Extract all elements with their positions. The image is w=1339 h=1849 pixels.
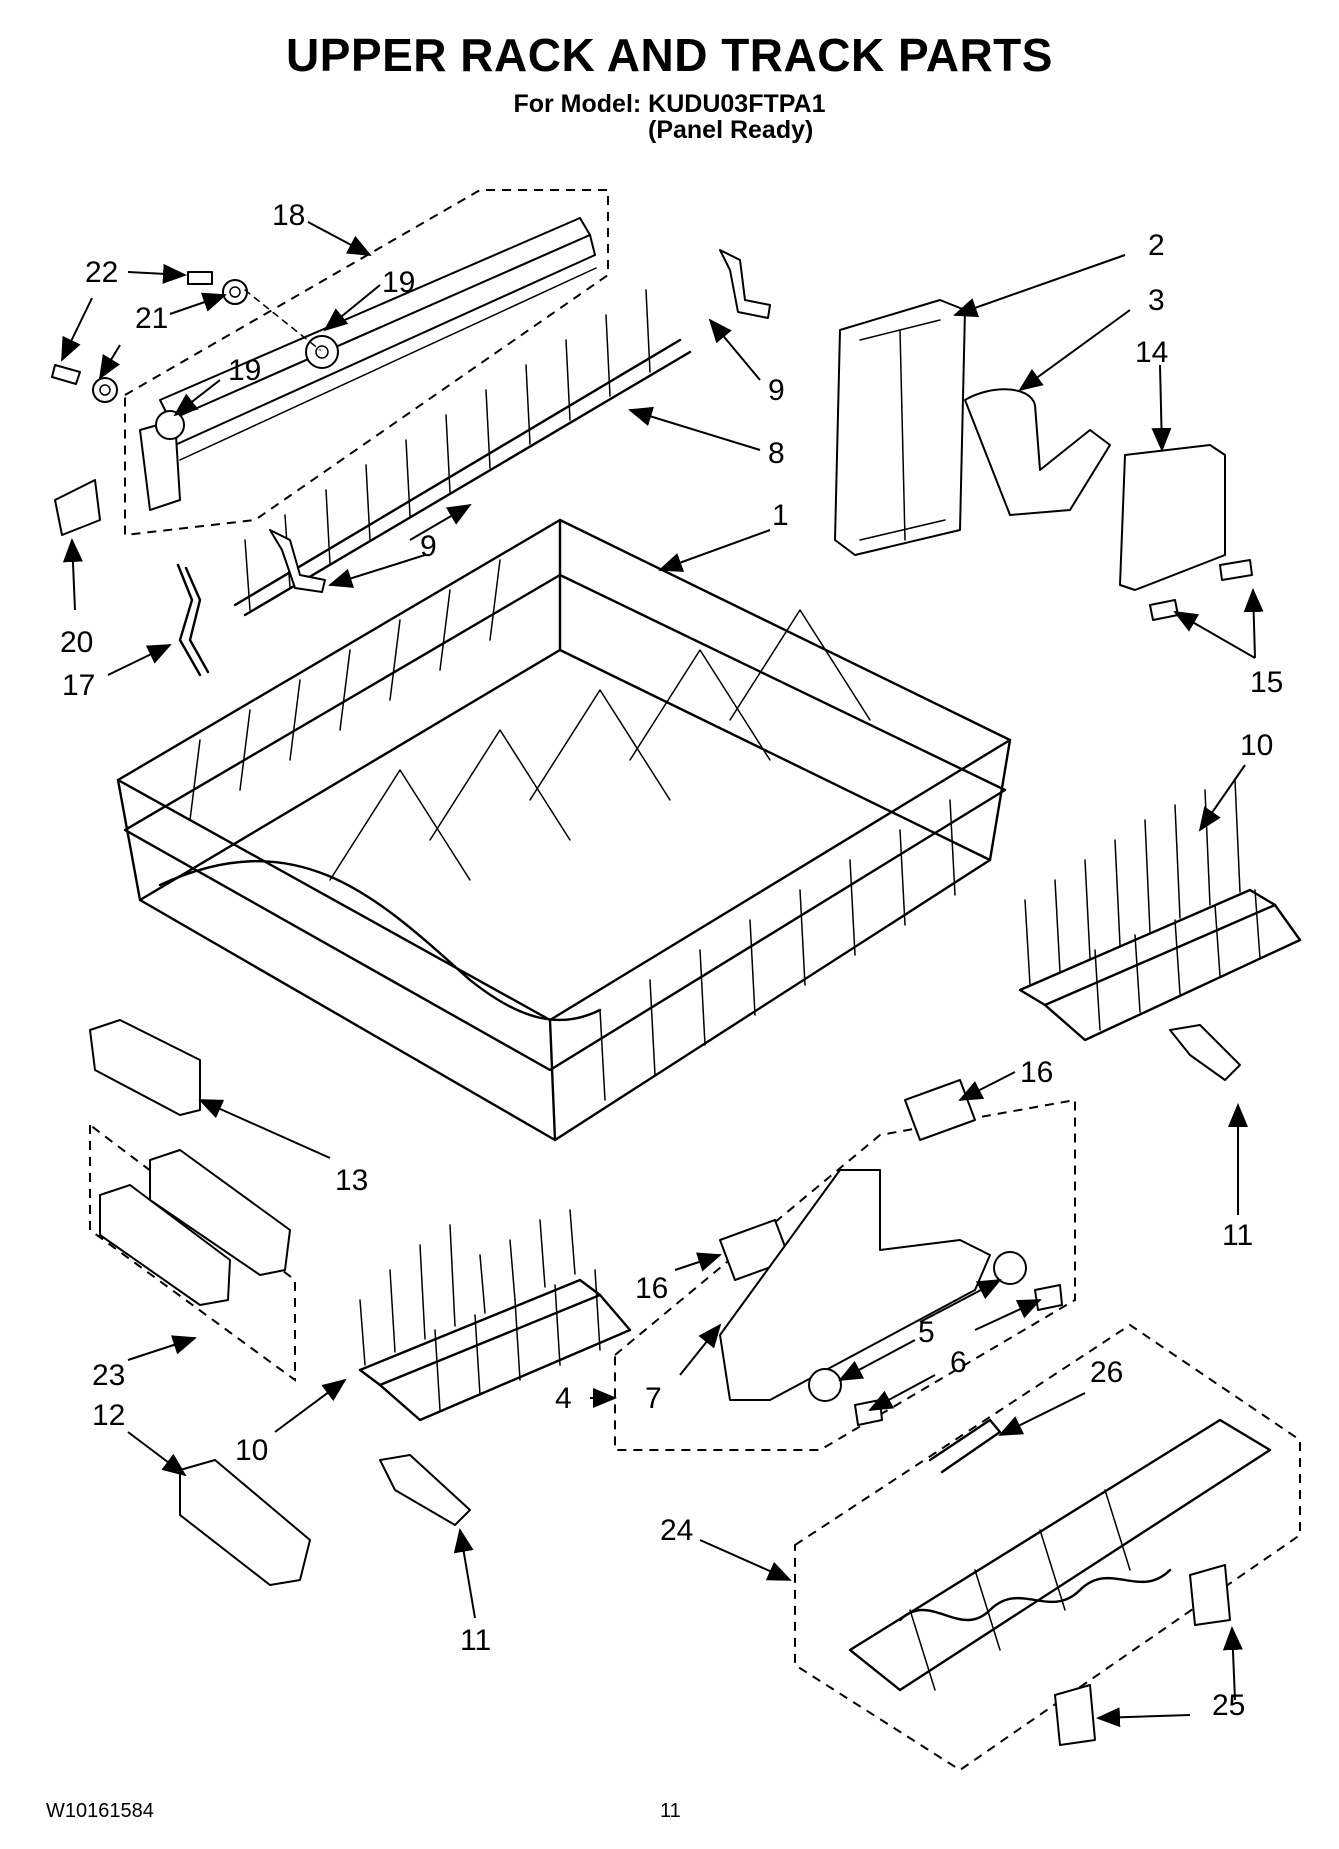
callout-25: 25 bbox=[1212, 1689, 1245, 1722]
callout-10-right: 10 bbox=[1240, 729, 1273, 762]
callout-2: 2 bbox=[1148, 229, 1165, 262]
part-20-clip bbox=[54, 479, 101, 536]
part-9-clip-mid bbox=[269, 529, 326, 593]
callout-23: 23 bbox=[92, 1359, 125, 1392]
screw-washer-group bbox=[51, 271, 321, 403]
callout-12: 12 bbox=[92, 1399, 125, 1432]
callout-14: 14 bbox=[1135, 336, 1168, 369]
callout-19-lower: 19 bbox=[228, 354, 261, 387]
callout-17: 17 bbox=[62, 669, 95, 702]
callout-4: 4 bbox=[555, 1382, 572, 1415]
callout-9-mid: 9 bbox=[420, 530, 437, 563]
part-5-wheel-upper bbox=[993, 1251, 1027, 1285]
part-6-axle-upper bbox=[1034, 1284, 1063, 1311]
part-26-wire bbox=[928, 1418, 1002, 1474]
callout-labels: 1 2 3 4 5 6 7 8 9 9 10 10 11 11 12 13 14… bbox=[60, 199, 1283, 1722]
callout-9-top: 9 bbox=[768, 374, 785, 407]
callout-21: 21 bbox=[135, 302, 168, 335]
part-14-cover bbox=[1119, 444, 1226, 591]
part-25-clip-lower bbox=[1054, 1684, 1096, 1746]
rack-adjuster-body bbox=[719, 1169, 991, 1401]
tine-rack-part-10-left bbox=[358, 1209, 632, 1422]
leader-arrows bbox=[61, 221, 1264, 1728]
callout-24: 24 bbox=[660, 1514, 693, 1547]
part-17-clip bbox=[176, 563, 210, 677]
part-4-group-box bbox=[614, 1098, 1076, 1451]
track-assembly-group bbox=[124, 189, 609, 537]
callout-1: 1 bbox=[772, 499, 789, 532]
part-24-group-box bbox=[794, 1323, 1301, 1772]
callout-18: 18 bbox=[272, 199, 305, 232]
tine-rack-part-10-right bbox=[1018, 779, 1302, 1042]
callout-15: 15 bbox=[1250, 666, 1283, 699]
part-15-screw-b bbox=[1149, 599, 1179, 621]
callout-19-upper: 19 bbox=[382, 266, 415, 299]
part-11-clip-left bbox=[379, 1454, 471, 1526]
callout-11-right: 11 bbox=[1222, 1219, 1253, 1252]
callout-26: 26 bbox=[1090, 1356, 1123, 1389]
part-13-bracket bbox=[89, 1019, 201, 1116]
part-2-manifold bbox=[834, 299, 966, 556]
callout-16-upper: 16 bbox=[1020, 1056, 1053, 1089]
upper-rack-part-1 bbox=[116, 518, 1012, 1142]
part-15-screw-a bbox=[1219, 559, 1253, 581]
part-12-bracket bbox=[179, 1459, 311, 1586]
callout-8: 8 bbox=[768, 437, 785, 470]
tine-row-part-8 bbox=[233, 289, 692, 617]
callout-16-lower: 16 bbox=[635, 1272, 668, 1305]
part-6-axle-lower bbox=[854, 1399, 883, 1426]
page-number: 11 bbox=[660, 1800, 681, 1822]
part-16-clip-upper bbox=[904, 1079, 976, 1141]
callout-3: 3 bbox=[1148, 284, 1165, 317]
part-24-wire-rack bbox=[848, 1418, 1272, 1692]
callout-10-left: 10 bbox=[235, 1434, 268, 1467]
part-11-clip-right bbox=[1169, 1024, 1241, 1081]
model-variant: (Panel Ready) bbox=[648, 116, 814, 144]
page-title: UPPER RACK AND TRACK PARTS bbox=[286, 29, 1053, 81]
callout-6: 6 bbox=[950, 1346, 967, 1379]
model-line: For Model: KUDU03FTPA1 bbox=[513, 90, 826, 118]
part-25-clip-upper bbox=[1189, 1564, 1231, 1626]
callout-20: 20 bbox=[60, 626, 93, 659]
callout-5: 5 bbox=[918, 1316, 935, 1349]
document-number: W10161584 bbox=[46, 1800, 154, 1822]
callout-11-left: 11 bbox=[460, 1624, 491, 1657]
part-23-handle bbox=[99, 1184, 231, 1306]
part-5-wheel-lower bbox=[808, 1368, 842, 1402]
callout-22: 22 bbox=[85, 256, 118, 289]
part-9-clip-top bbox=[719, 249, 771, 319]
part-3-nozzle bbox=[964, 388, 1111, 516]
callout-13: 13 bbox=[335, 1164, 368, 1197]
callout-7: 7 bbox=[645, 1382, 662, 1415]
part-23-bracket bbox=[149, 1149, 291, 1276]
